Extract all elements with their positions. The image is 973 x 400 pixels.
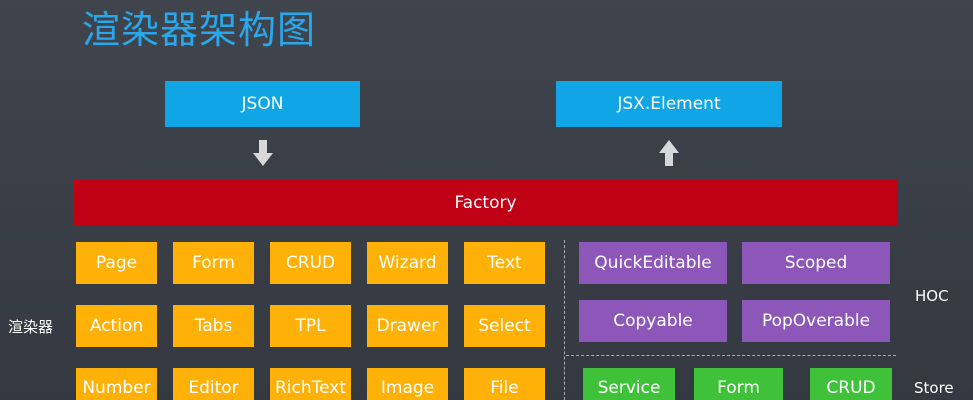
- down-arrow-icon: [253, 140, 273, 166]
- renderer-editor: Editor: [173, 368, 254, 400]
- renderer-richtext: RichText: [270, 368, 351, 400]
- renderer-crud: CRUD: [270, 242, 351, 284]
- renderer-image: Image: [367, 368, 448, 400]
- hoc-copyable: Copyable: [579, 300, 727, 342]
- renderer-action: Action: [76, 305, 157, 347]
- renderers-label: 渲染器: [8, 318, 54, 336]
- store-crud: CRUD: [810, 368, 892, 400]
- hoc-scoped: Scoped: [742, 242, 890, 284]
- hoc-label: HOC: [915, 287, 949, 305]
- hoc-quickeditable: QuickEditable: [579, 242, 727, 284]
- section-divider-vertical: [564, 240, 565, 400]
- renderer-number: Number: [76, 368, 157, 400]
- up-arrow-icon: [659, 140, 679, 166]
- renderer-wizard: Wizard: [367, 242, 448, 284]
- store-form: Form: [694, 368, 783, 400]
- renderer-tpl: TPL: [270, 305, 351, 347]
- diagram-title: 渲染器架构图: [82, 8, 317, 52]
- renderer-form: Form: [173, 242, 254, 284]
- store-service: Service: [583, 368, 675, 400]
- section-divider-horizontal: [566, 355, 896, 356]
- jsx-element-node: JSX.Element: [556, 81, 782, 127]
- renderer-select: Select: [464, 305, 545, 347]
- hoc-popoverable: PopOverable: [742, 300, 890, 342]
- renderer-page: Page: [76, 242, 157, 284]
- renderer-file: File: [464, 368, 545, 400]
- renderer-drawer: Drawer: [367, 305, 448, 347]
- store-label: Store: [914, 379, 954, 397]
- factory-bar: Factory: [74, 180, 897, 226]
- renderer-tabs: Tabs: [173, 305, 254, 347]
- renderer-text: Text: [464, 242, 545, 284]
- json-node: JSON: [165, 81, 360, 127]
